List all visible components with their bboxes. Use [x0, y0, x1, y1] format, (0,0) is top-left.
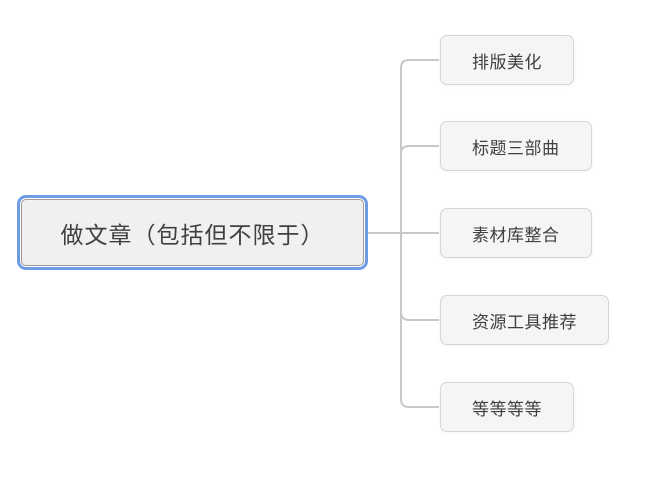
- connector-root-to-child-1: [400, 59, 439, 233]
- connector-root-to-child-2: [400, 145, 439, 233]
- connector-root-to-child-4: [400, 233, 439, 321]
- child-node-label: 等等等等: [472, 399, 542, 419]
- child-node-1[interactable]: 排版美化: [440, 35, 574, 85]
- root-node-label: 做文章（包括但不限于）: [60, 221, 325, 248]
- child-node-label: 排版美化: [472, 52, 542, 72]
- child-node-label: 素材库整合: [472, 225, 560, 245]
- child-node-3[interactable]: 素材库整合: [440, 208, 592, 258]
- child-node-label: 资源工具推荐: [472, 312, 577, 332]
- child-node-2[interactable]: 标题三部曲: [440, 121, 592, 171]
- root-node-body: 做文章（包括但不限于）: [21, 199, 364, 266]
- root-node[interactable]: 做文章（包括但不限于）: [17, 195, 368, 270]
- child-node-5[interactable]: 等等等等: [440, 382, 574, 432]
- child-node-4[interactable]: 资源工具推荐: [440, 295, 609, 345]
- child-node-label: 标题三部曲: [472, 138, 560, 158]
- connector-root-to-child-5: [400, 233, 439, 408]
